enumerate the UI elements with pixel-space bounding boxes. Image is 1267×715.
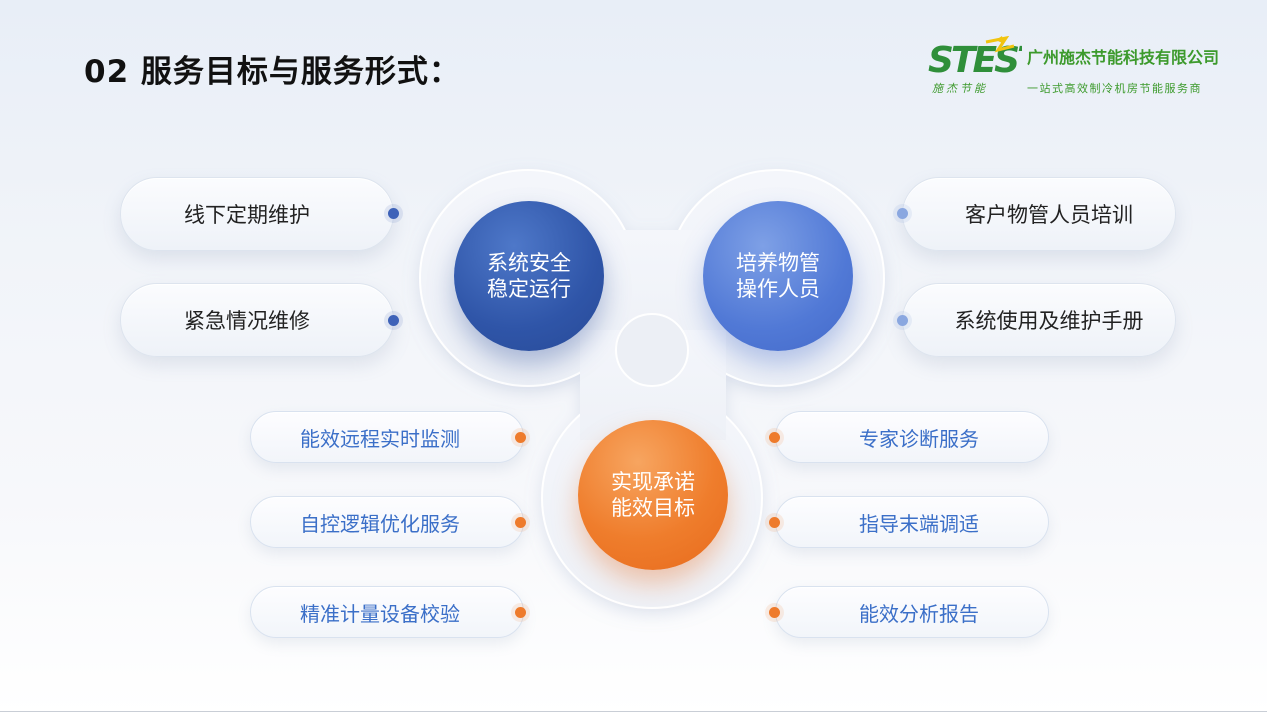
goal-line: 操作人员	[736, 277, 820, 301]
bullet-dot	[515, 432, 526, 443]
goal-line: 系统安全	[487, 251, 571, 275]
service-item-label: 专家诊断服务	[859, 426, 979, 451]
service-item-label: 紧急情况维修	[184, 309, 310, 333]
service-item-label: 指导末端调适	[859, 511, 979, 536]
service-item-emergency-repair: 紧急情况维修	[120, 283, 394, 357]
bullet-dot	[515, 607, 526, 618]
company-name: 广州施杰节能科技有限公司	[1027, 48, 1220, 67]
bullet-dot	[769, 607, 780, 618]
goal-line: 能效目标	[611, 496, 695, 520]
page-title: 02 服务目标与服务形式：	[84, 54, 461, 90]
service-item-label: 能效分析报告	[859, 601, 979, 626]
bullet-dot	[388, 208, 399, 219]
service-item-label: 精准计量设备校验	[300, 601, 460, 626]
goal-line: 培养物管	[736, 251, 820, 275]
bullet-dot	[769, 432, 780, 443]
bullet-dot	[897, 208, 908, 219]
company-logo: STEST 施杰节能 广州施杰节能科技有限公司 一站式高效制冷机房节能服务商	[926, 36, 1246, 102]
service-item-label: 自控逻辑优化服务	[300, 511, 460, 536]
company-slogan: 一站式高效制冷机房节能服务商	[1027, 82, 1202, 95]
service-item-terminal-tuning: 指导末端调适	[775, 496, 1049, 548]
goal-circle-efficiency-target: 实现承诺 能效目标	[578, 420, 728, 570]
bullet-dot	[769, 517, 780, 528]
service-item-label: 线下定期维护	[184, 203, 310, 227]
service-item-offline-maintenance: 线下定期维护	[120, 177, 394, 251]
bottom-divider	[0, 711, 1267, 712]
service-item-label: 客户物管人员培训	[965, 203, 1133, 227]
service-item-label: 能效远程实时监测	[300, 426, 460, 451]
stest-logo-mark: STEST	[928, 36, 1022, 81]
bullet-dot	[388, 315, 399, 326]
service-item-expert-diagnosis: 专家诊断服务	[775, 411, 1049, 463]
service-item-logic-optimization: 自控逻辑优化服务	[250, 496, 524, 548]
service-item-manual: 系统使用及维护手册	[902, 283, 1176, 357]
bullet-dot	[897, 315, 908, 326]
service-item-staff-training: 客户物管人员培训	[902, 177, 1176, 251]
service-item-meter-calibration: 精准计量设备校验	[250, 586, 524, 638]
goal-line: 实现承诺	[611, 470, 695, 494]
bullet-dot	[515, 517, 526, 528]
service-item-remote-monitoring: 能效远程实时监测	[250, 411, 524, 463]
goal-line: 稳定运行	[487, 277, 571, 301]
service-item-efficiency-report: 能效分析报告	[775, 586, 1049, 638]
service-item-label: 系统使用及维护手册	[954, 309, 1144, 333]
goal-circle-train-staff: 培养物管 操作人员	[703, 201, 853, 351]
goal-circle-system-safety: 系统安全 稳定运行	[454, 201, 604, 351]
logo-subtitle: 施杰节能	[932, 82, 988, 95]
